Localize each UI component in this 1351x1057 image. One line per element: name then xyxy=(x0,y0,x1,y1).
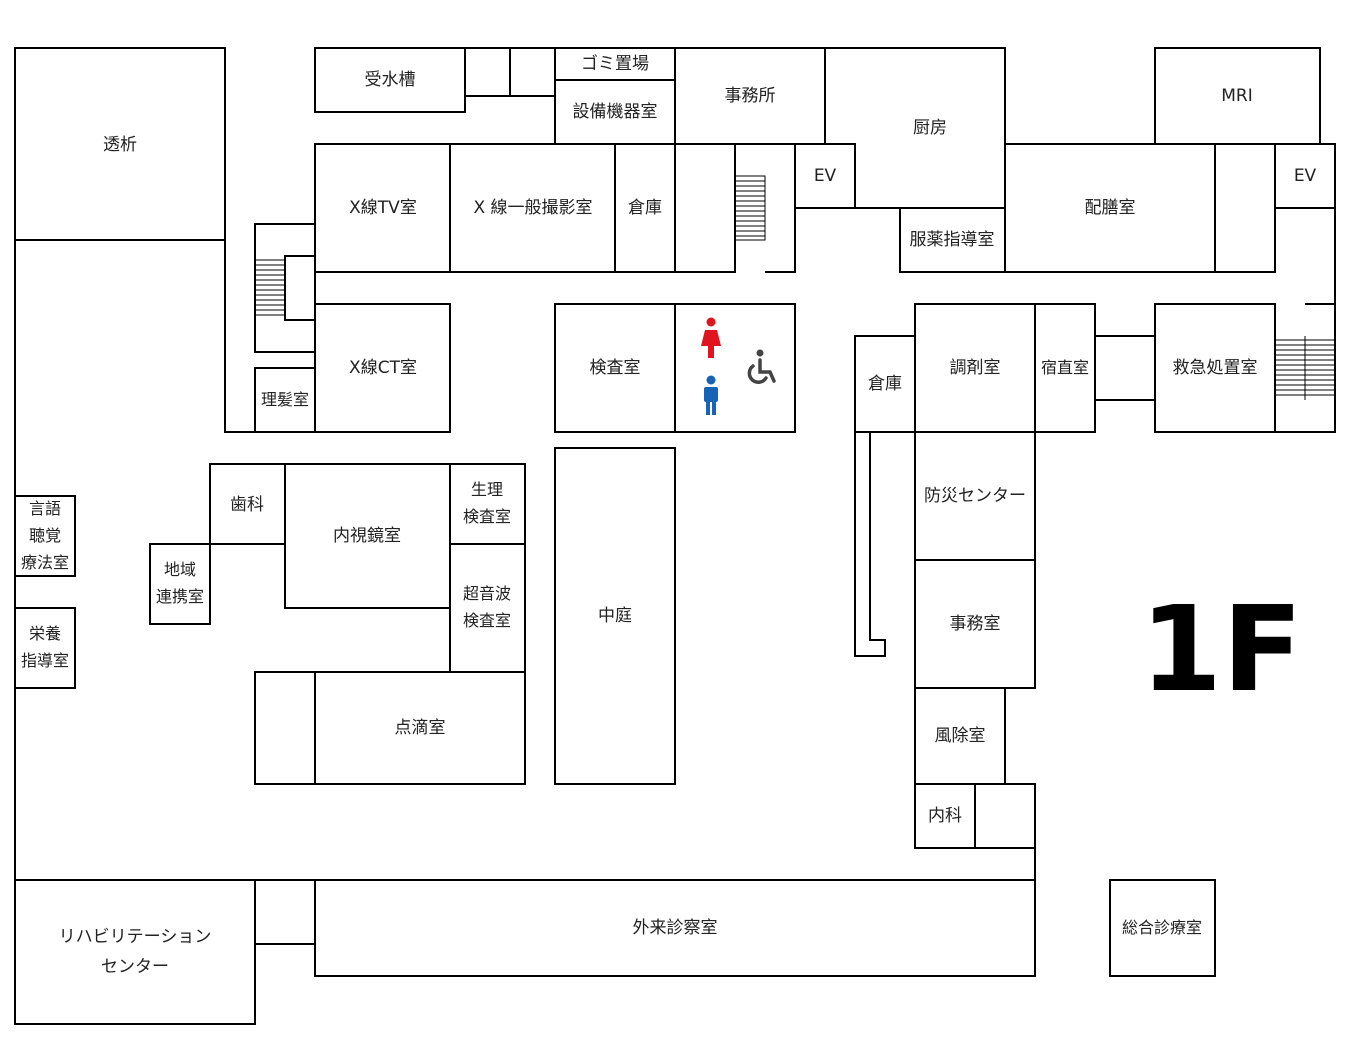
label-dental: 歯科 xyxy=(230,495,264,515)
label-general-clinic: 総合診療室 xyxy=(1122,918,1202,937)
label-storage-top: 倉庫 xyxy=(628,198,662,218)
label-barber: 理髪室 xyxy=(261,390,309,409)
room-courtyard xyxy=(554,447,676,785)
label-equipment: 設備機器室 xyxy=(573,102,658,122)
stairs-left xyxy=(255,259,285,316)
label-admin-office: 事務室 xyxy=(950,614,1001,634)
label-disaster-center: 防災センター xyxy=(924,486,1026,506)
label-outpatient: 外来診察室 xyxy=(633,918,718,938)
label-ev-center: EV xyxy=(814,166,837,186)
label-storage-mid: 倉庫 xyxy=(868,374,902,394)
label-ultrasound-2: 検査室 xyxy=(463,611,511,630)
label-courtyard: 中庭 xyxy=(598,606,632,626)
label-regional-1: 地域 xyxy=(164,560,196,579)
male-restroom-icon xyxy=(704,375,718,415)
label-iv: 点滴室 xyxy=(395,718,446,738)
label-speech-1: 言語 xyxy=(29,499,61,518)
room-outpatient xyxy=(314,879,1036,977)
label-rehab-1: リハビリテーション xyxy=(59,927,212,947)
restroom-block xyxy=(674,303,796,433)
wheelchair-icon xyxy=(747,349,776,384)
room-meal-prep xyxy=(1004,143,1216,273)
label-nutrition-1: 栄養 xyxy=(29,624,61,643)
room-water-tank xyxy=(314,47,466,113)
label-xray-ct: X線CT室 xyxy=(349,358,417,378)
label-exam: 検査室 xyxy=(590,358,641,378)
walls xyxy=(14,47,1336,1025)
label-physio-exam-1: 生理 xyxy=(471,480,503,499)
room-nutrition xyxy=(14,607,76,689)
label-meal-prep: 配膳室 xyxy=(1085,198,1136,218)
label-xray-general: X 線一般撮影室 xyxy=(473,198,592,218)
stairs-right xyxy=(1275,336,1335,400)
room-iv xyxy=(314,671,526,785)
room-rehab xyxy=(14,879,256,1025)
room-regional xyxy=(149,543,211,625)
label-rehab-2: センター xyxy=(101,957,169,977)
room-xray-ct xyxy=(314,303,451,433)
stairs-center xyxy=(734,175,766,241)
label-xray-tv: X線TV室 xyxy=(349,198,417,218)
room-speech xyxy=(14,495,76,577)
label-physio-exam-2: 検査室 xyxy=(463,507,511,526)
label-emergency: 救急処置室 xyxy=(1173,358,1258,378)
room-labels: 透析 受水槽 ゴミ置場 設備機器室 事務所 厨房 MRI X線TV室 X 線一般… xyxy=(21,53,1317,977)
label-kitchen: 厨房 xyxy=(913,118,947,138)
label-pharmacy: 調剤室 xyxy=(950,358,1001,378)
label-ev-right: EV xyxy=(1294,166,1317,186)
room-physio-exam xyxy=(449,463,526,545)
label-night-duty: 宿直室 xyxy=(1041,358,1089,377)
room-dialysis xyxy=(14,47,226,241)
label-regional-2: 連携室 xyxy=(156,587,204,606)
label-speech-3: 療法室 xyxy=(21,553,69,572)
label-dialysis: 透析 xyxy=(103,135,137,155)
label-internal-medicine: 内科 xyxy=(928,806,962,826)
label-mri: MRI xyxy=(1221,86,1253,106)
room-ev-center xyxy=(794,143,856,209)
label-water-tank: 受水槽 xyxy=(365,70,416,90)
label-garbage: ゴミ置場 xyxy=(581,53,649,74)
room-mri xyxy=(1154,47,1321,145)
label-nutrition-2: 指導室 xyxy=(21,651,69,670)
label-speech-2: 聴覚 xyxy=(29,526,61,545)
label-ultrasound-1: 超音波 xyxy=(463,584,511,603)
room-ultrasound xyxy=(449,543,526,673)
female-restroom-icon xyxy=(701,317,721,358)
floor-label: 1F xyxy=(1140,580,1303,718)
label-windbreak: 風除室 xyxy=(935,726,986,746)
label-endoscopy: 内視鏡室 xyxy=(333,526,401,546)
label-medication-guidance: 服薬指導室 xyxy=(910,230,995,250)
label-office-top: 事務所 xyxy=(725,86,776,106)
room-general-clinic xyxy=(1109,879,1216,977)
